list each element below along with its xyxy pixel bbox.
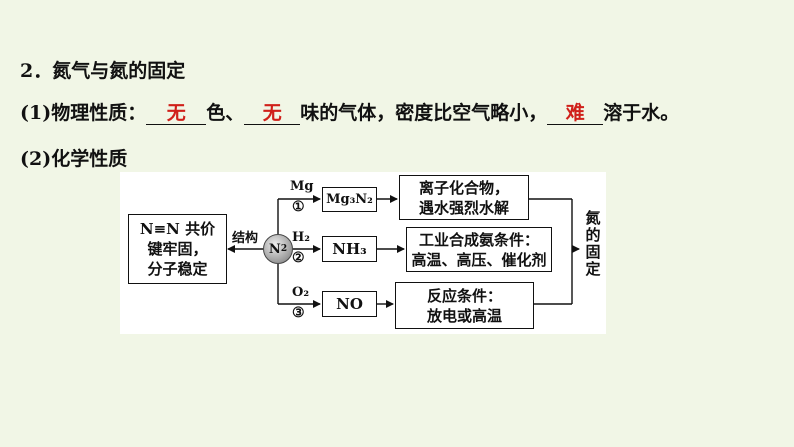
product-no-box: NO xyxy=(322,291,377,317)
mg3n2-note-line-2: 遇水强烈水解 xyxy=(418,198,509,217)
no-note-line-1: 反应条件： xyxy=(426,286,502,305)
structure-line-1: N≡N 共价 xyxy=(139,220,216,238)
product-mg3n2-box: Mg₃N₂ xyxy=(322,187,377,212)
reagent-h2: H₂ xyxy=(292,230,310,245)
structure-label: 结构 xyxy=(232,231,259,246)
reaction-number-2: ② xyxy=(292,250,305,266)
nitrogen-fixation-label: 氮的固定 xyxy=(585,209,601,278)
nh3-note-line-1: 工业合成氨条件： xyxy=(418,230,539,249)
structure-line-3: 分子稳定 xyxy=(147,260,208,278)
answer-blank-solubility: 难 xyxy=(547,103,604,125)
heading-title: 氮气与氮的固定 xyxy=(52,60,186,82)
structure-box: N≡N 共价 键牢固， 分子稳定 xyxy=(128,214,227,284)
physical-text-1: 色、 xyxy=(206,102,245,124)
answer-blank-odor: 无 xyxy=(244,103,301,125)
n2-subscript: 2 xyxy=(280,244,288,254)
diagram-connectors xyxy=(227,195,580,308)
physical-text-3: 溶于水。 xyxy=(603,102,680,124)
mg3n2-note-line-1: 离子化合物， xyxy=(418,178,509,197)
physical-text-2: 味的气体，密度比空气略小， xyxy=(300,102,548,124)
nh3-note-box: 工业合成氨条件： 高温、高压、催化剂 xyxy=(406,227,552,272)
nh3-note-line-2: 高温、高压、催化剂 xyxy=(411,250,547,269)
reaction-number-1: ① xyxy=(292,199,305,215)
reagent-mg: Mg xyxy=(290,179,314,194)
chemical-properties-label: (2)化学性质 xyxy=(20,148,128,170)
no-note-box: 反应条件： 放电或高温 xyxy=(395,282,534,329)
physical-label: (1)物理性质： xyxy=(20,102,147,124)
reagent-o2: O₂ xyxy=(292,285,310,300)
structure-line-2: 键牢固， xyxy=(147,240,208,258)
physical-properties-line: (1)物理性质：无色、无味的气体，密度比空气略小，难溶于水。 xyxy=(20,98,679,125)
answer-blank-color: 无 xyxy=(146,103,207,125)
heading-number: 2． xyxy=(20,60,53,82)
section-heading: 2．氮气与氮的固定 xyxy=(20,56,185,83)
n2-symbol: N xyxy=(268,241,281,257)
reaction-number-3: ③ xyxy=(292,305,305,321)
mg3n2-note-box: 离子化合物， 遇水强烈水解 xyxy=(399,175,529,220)
no-note-line-2: 放电或高温 xyxy=(426,306,502,325)
product-nh3-box: NH₃ xyxy=(322,236,377,262)
